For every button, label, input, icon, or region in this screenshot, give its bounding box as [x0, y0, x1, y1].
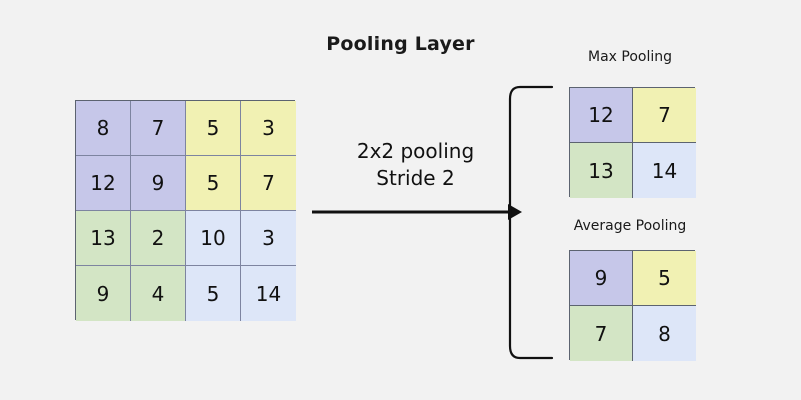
input-matrix-grid: 8 7 5 3 12 9 5 7 13 2 10 3 9 4 5 14 [75, 100, 296, 321]
average-pooling-grid: 9 5 7 8 [569, 250, 696, 361]
max-pooling-label: Max Pooling [587, 49, 672, 65]
input-cell: 9 [131, 156, 186, 211]
average-pooling-cell: 9 [570, 251, 633, 306]
average-pooling-cell: 5 [633, 251, 696, 306]
average-pooling-label: Average Pooling [573, 218, 687, 234]
input-cell: 5 [186, 266, 241, 321]
max-pooling-cell: 12 [570, 88, 633, 143]
page-title: Pooling Layer [326, 33, 475, 55]
annotation-line-pooling-size: 2x2 pooling [356, 139, 475, 163]
input-cell: 3 [241, 211, 296, 266]
annotation-line-stride: Stride 2 [376, 165, 455, 190]
input-cell: 9 [76, 266, 131, 321]
input-cell: 13 [76, 211, 131, 266]
input-cell: 5 [186, 101, 241, 156]
input-cell: 5 [186, 156, 241, 211]
input-cell: 3 [241, 101, 296, 156]
pooling-annotation: 2x2 pooling Stride 2 [313, 138, 518, 191]
max-pooling-grid: 12 7 13 14 [569, 87, 696, 198]
max-pooling-cell: 7 [633, 88, 696, 143]
input-cell: 8 [76, 101, 131, 156]
max-pooling-cell: 14 [633, 143, 696, 198]
max-pooling-cell: 13 [570, 143, 633, 198]
average-pooling-cell: 7 [570, 306, 633, 361]
flow-arrow-icon [312, 204, 522, 220]
input-cell: 12 [76, 156, 131, 211]
input-cell: 4 [131, 266, 186, 321]
average-pooling-cell: 8 [633, 306, 696, 361]
input-cell: 7 [131, 101, 186, 156]
input-cell: 7 [241, 156, 296, 211]
grouping-bracket-icon [508, 85, 554, 360]
input-cell: 14 [241, 266, 296, 321]
input-cell: 2 [131, 211, 186, 266]
input-cell: 10 [186, 211, 241, 266]
